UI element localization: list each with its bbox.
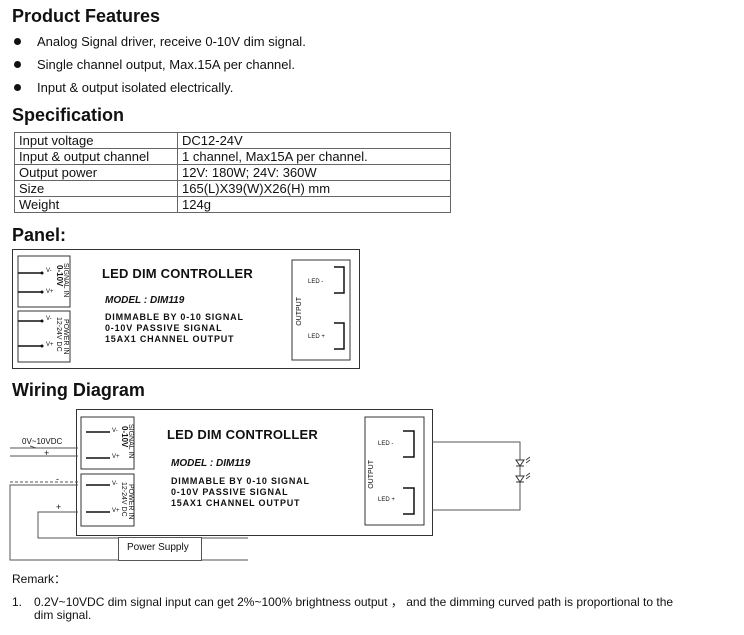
panel-title: Panel: <box>12 225 67 245</box>
spec-value: 165(L)X39(W)X26(H) mm <box>177 180 451 197</box>
specification-title: Specification <box>12 105 125 125</box>
v-minus-label: V- <box>46 316 52 322</box>
power-range-label: 12-24V DC <box>120 482 127 517</box>
spec-key: Output power <box>14 164 178 181</box>
feature-item: Analog Signal driver, receive 0-10V dim … <box>14 34 306 49</box>
controller-model: MODEL : DIM119 <box>105 295 185 306</box>
led-minus-label: LED - <box>308 279 324 285</box>
controller-title: LED DIM CONTROLLER <box>102 266 253 281</box>
v-minus-label: V- <box>112 481 118 487</box>
bullet-icon <box>14 38 21 46</box>
power-range-label: 12-24V DC <box>55 317 62 352</box>
led-plus-label: LED + <box>308 334 325 340</box>
remark-item: 1. 0.2V~10VDC dim signal input can get 2%… <box>12 593 736 610</box>
spec-key: Size <box>14 180 178 197</box>
feature-text: Analog Signal driver, receive 0-10V dim … <box>37 34 306 49</box>
remark-number: 1. <box>12 595 23 609</box>
spec-key: Weight <box>14 196 178 213</box>
bullet-icon <box>14 84 21 92</box>
signal-in-label: SIGNAL IN <box>62 263 69 298</box>
v-minus-label: V- <box>112 428 118 434</box>
remark-line: 0.2V~10VDC dim signal input can get 2%~1… <box>34 595 674 609</box>
spec-value: 124g <box>177 196 451 213</box>
led-plus-label: LED + <box>378 497 395 503</box>
wiring-diagram: 0V~10VDC + - + Power Supply V- V+ 0-10V … <box>0 404 744 566</box>
spec-value: DC12-24V <box>177 132 451 149</box>
v-plus-label: V+ <box>112 454 120 460</box>
panel-outline <box>12 249 360 369</box>
controller-desc: DIMMABLE BY 0-10 SIGNAL <box>105 312 244 322</box>
minus-sign: - <box>56 474 59 484</box>
controller-desc: DIMMABLE BY 0-10 SIGNAL <box>171 476 310 486</box>
controller-desc: 0-10V PASSIVE SIGNAL <box>171 487 289 497</box>
spec-key: Input voltage <box>14 132 178 149</box>
wiring-title: Wiring Diagram <box>12 380 145 400</box>
v-plus-label: V+ <box>46 342 54 348</box>
signal-range-label: 0-10V <box>120 426 129 448</box>
panel-diagram: V- V+ 0-10V SIGNAL IN V- V+ 12-24V DC PO… <box>12 249 360 369</box>
v-minus-label: V- <box>46 268 52 274</box>
remark-line: dim signal. <box>34 608 92 622</box>
controller-desc: 15AX1 CHANNEL OUTPUT <box>105 334 235 344</box>
plus-sign: + <box>56 502 62 512</box>
v-plus-label: V+ <box>46 289 54 295</box>
plus-sign: + <box>44 448 50 458</box>
power-in-label: POWER IN <box>127 484 134 520</box>
signal-in-label: SIGNAL IN <box>127 424 134 459</box>
output-label: OUTPUT <box>296 297 303 326</box>
output-label: OUTPUT <box>368 460 375 489</box>
controller-model: MODEL : DIM119 <box>171 458 251 469</box>
v-plus-label: V+ <box>112 508 120 514</box>
signal-range-label: 0-10V <box>55 265 64 287</box>
remark-title: Remark： <box>12 572 67 586</box>
power-supply-label: Power Supply <box>127 542 189 553</box>
feature-text: Single channel output, Max.15A per chann… <box>37 57 296 72</box>
signal-source-label: 0V~10VDC <box>22 437 63 446</box>
power-in-label: POWER IN <box>62 319 69 355</box>
feature-item: Input & output isolated electrically. <box>14 80 233 95</box>
controller-title: LED DIM CONTROLLER <box>167 427 318 442</box>
spec-value: 12V: 180W; 24V: 360W <box>177 164 451 181</box>
controller-desc: 0-10V PASSIVE SIGNAL <box>105 323 223 333</box>
spec-value: 1 channel, Max15A per channel. <box>177 148 451 165</box>
bullet-icon <box>14 61 21 69</box>
controller-desc: 15AX1 CHANNEL OUTPUT <box>171 498 301 508</box>
wiring-lines <box>9 409 531 561</box>
led-minus-label: LED - <box>378 441 394 447</box>
features-title: Product Features <box>12 6 161 26</box>
feature-item: Single channel output, Max.15A per chann… <box>14 57 295 72</box>
feature-text: Input & output isolated electrically. <box>37 80 234 95</box>
spec-key: Input & output channel <box>14 148 178 165</box>
